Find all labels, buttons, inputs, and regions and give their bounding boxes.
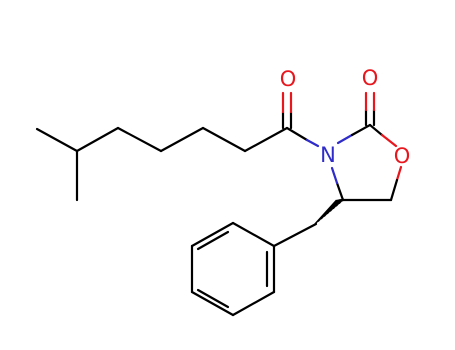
bond-chain-3	[159, 126, 205, 153]
bond-acyl-to-n-blue	[305, 138, 320, 148]
bond-o1-c5-black	[389, 178, 399, 202]
phenyl-bond-5	[190, 221, 235, 248]
phenyl-bond-6	[231, 221, 276, 248]
bond-n-c2-blue	[336, 133, 354, 145]
oxazolidinone-ring	[330, 91, 403, 202]
hashed-wedge-bond	[314, 198, 345, 225]
bond-chain-4	[201, 126, 247, 153]
phenyl-ring	[190, 221, 276, 317]
bond-c4-n-blue	[330, 166, 339, 185]
oxygen-atom-ring: O	[394, 144, 411, 168]
nitrogen-atom-ring: N	[320, 143, 336, 167]
phenyl-bond-2	[231, 290, 276, 317]
acyl-carbonyl	[281, 91, 320, 148]
bond-c2-o1-black	[368, 123, 384, 137]
bond-o1-c5-red	[395, 165, 403, 182]
bond-ch2-to-phenyl	[272, 222, 318, 248]
bond-chain-5	[243, 126, 289, 153]
bond-acyl-to-n-black	[285, 126, 309, 142]
bond-chain-1	[75, 126, 120, 153]
phenyl-bond-3	[190, 290, 235, 317]
oxygen-atom-ring-carbonyl: O	[362, 66, 379, 90]
bond-c2-o1-red	[380, 133, 398, 148]
bond-n-c2-black	[350, 123, 372, 137]
oxygen-atom-acyl-carbonyl: O	[280, 67, 297, 91]
phenyl-inner-bond-3	[196, 230, 230, 251]
bond-c4-n-black	[335, 181, 345, 202]
alkyl-chain	[35, 126, 289, 202]
bond-chain-2	[116, 126, 163, 153]
phenyl-inner-bond-2	[196, 288, 230, 309]
bond-methyl-upper	[35, 127, 79, 153]
